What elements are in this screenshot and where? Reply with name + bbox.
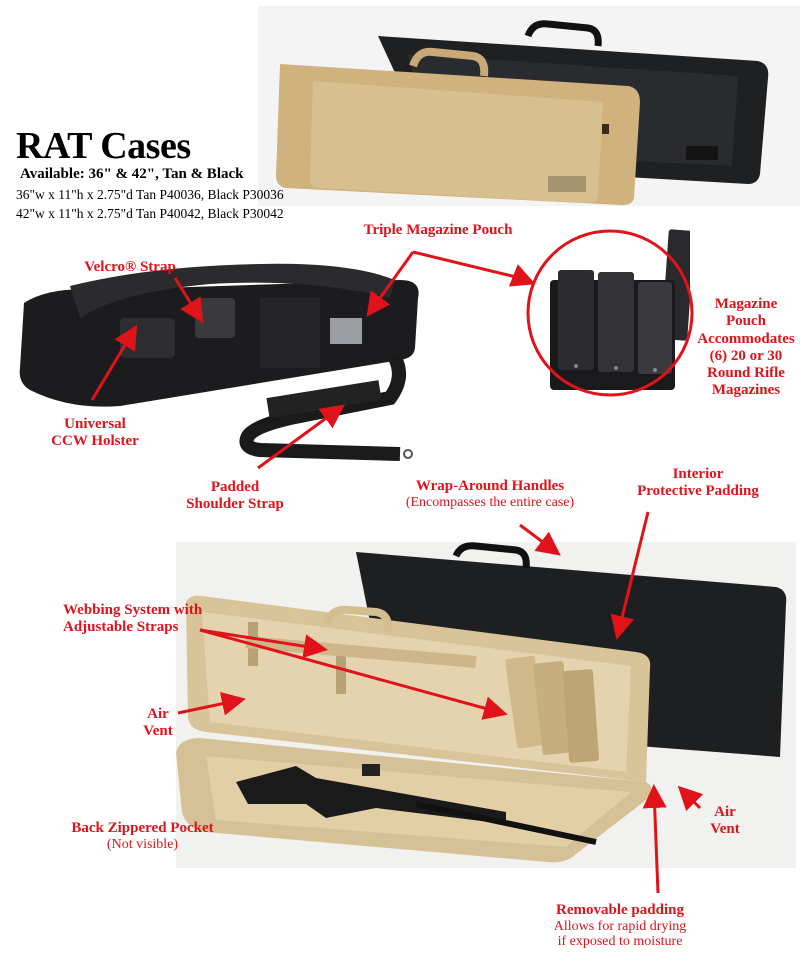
label-line: Accommodates (697, 330, 795, 347)
label-line: Protective Padding (637, 482, 759, 499)
label-line: CCW Holster (51, 432, 139, 449)
label-note: Allows for rapid drying (553, 918, 687, 934)
spec-line-36: 36"w x 11"h x 2.75"d Tan P40036, Black P… (16, 187, 284, 202)
label-line: Adjustable Straps (63, 618, 179, 635)
label-title: Removable padding (556, 902, 684, 918)
label-interior-padding: Interior Protective Padding (618, 466, 778, 500)
label-note: (Not visible) (106, 836, 179, 852)
label-air-vent-right: Air Vent (700, 804, 750, 838)
label-line: Air (147, 706, 169, 722)
label-title: Back Zippered Pocket (71, 820, 214, 836)
label-line: Universal (64, 416, 126, 432)
label-line: (6) 20 or 30 (709, 347, 783, 364)
label-note: (Encompasses the entire case) (405, 494, 575, 510)
label-webbing-system: Webbing System with Adjustable Straps (63, 602, 223, 636)
label-line: Pouch (725, 313, 766, 330)
product-photo-cases-closed (258, 6, 800, 206)
label-line: Padded (210, 479, 260, 495)
spec-line-42: 42"w x 11"h x 2.75"d Tan P40042, Black P… (16, 206, 284, 221)
label-line: Webbing System with (63, 602, 203, 618)
label-back-zippered-pocket: Back Zippered Pocket (Not visible) (50, 820, 235, 852)
label-title: Wrap-Around Handles (415, 478, 565, 494)
label-line: Round Rifle (707, 365, 785, 381)
label-air-vent-left: Air Vent (138, 706, 178, 740)
label-line: Shoulder Strap (186, 495, 284, 512)
label-line: Interior (672, 466, 724, 482)
label-text: Triple Magazine Pouch (363, 222, 513, 238)
label-wrap-around-handles: Wrap-Around Handles (Encompasses the ent… (390, 478, 590, 510)
label-universal-ccw-holster: Universal CCW Holster (40, 416, 150, 450)
label-text: Velcro® Strap (84, 259, 176, 275)
label-line: Magazines (711, 382, 781, 399)
label-note: if exposed to moisture (557, 934, 683, 950)
label-velcro-strap: Velcro® Strap (70, 259, 190, 276)
label-removable-padding: Removable padding Allows for rapid dryin… (540, 902, 700, 950)
label-line: Air (714, 804, 736, 820)
label-triple-magazine-pouch: Triple Magazine Pouch (348, 222, 528, 239)
label-line: Vent (143, 722, 173, 739)
page-title: RAT Cases (16, 125, 191, 167)
label-line: Vent (710, 820, 740, 837)
label-padded-shoulder-strap: Padded Shoulder Strap (170, 479, 300, 513)
label-magazine-pouch-capacity: Magazine Pouch Accommodates (6) 20 or 30… (694, 296, 798, 400)
product-photo-magazine-pouch (530, 210, 690, 400)
label-line: Magazine (714, 296, 778, 312)
availability-text: Available: 36" & 42", Tan & Black (20, 166, 244, 182)
